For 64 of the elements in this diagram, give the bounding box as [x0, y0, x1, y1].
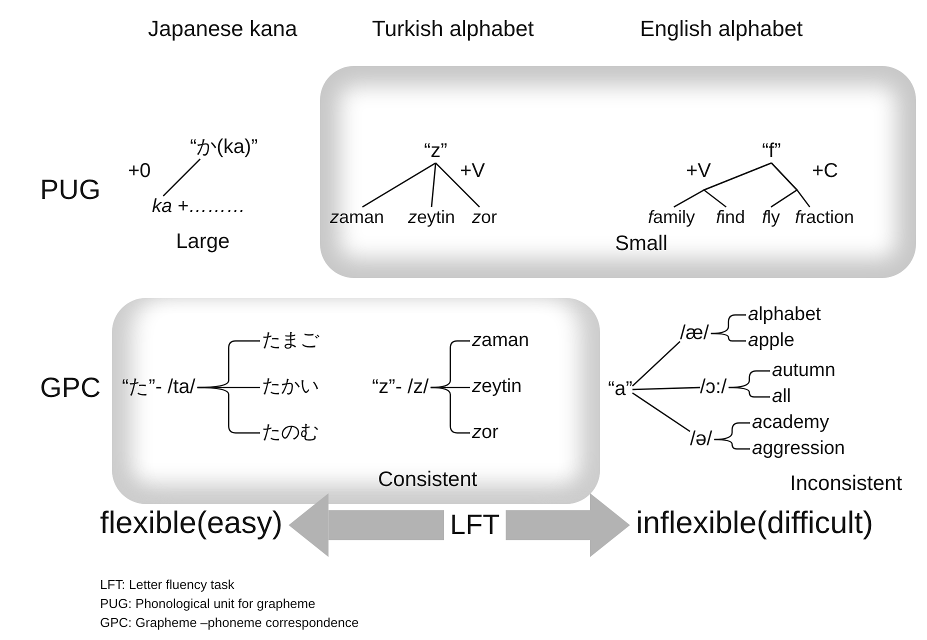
word-text: autumn [772, 360, 836, 382]
brace [714, 438, 750, 450]
row-heading: PUG [40, 174, 101, 206]
word-text: zeytin [408, 207, 456, 228]
word-text: alphabet [748, 304, 821, 326]
note-text: GPC: Grapheme –phoneme correspondence [100, 616, 359, 631]
grapheme-text: “a” [608, 378, 632, 401]
phoneme-text: /ɔ:/ [700, 376, 727, 399]
grapheme-text: “か(ka)” [190, 136, 258, 159]
brace [430, 386, 470, 434]
word-text: apple [748, 330, 794, 352]
word-text: fraction [795, 207, 854, 228]
word-text: zor [472, 207, 498, 228]
column-heading: Japanese kana [148, 16, 298, 42]
word-text: たかい [262, 376, 319, 398]
grapheme-phoneme-text: “た”- /ta/ [122, 376, 196, 399]
edge-label: +V [686, 160, 712, 183]
connector-line [632, 392, 690, 432]
connector-line [162, 158, 201, 196]
block-arrow [288, 493, 444, 558]
word-text: aggression [752, 438, 845, 460]
word-text: find [716, 207, 746, 228]
band-label: Small [615, 232, 668, 256]
grapheme-text: “f” [762, 140, 781, 163]
edge-label: +V [460, 160, 486, 183]
syllable-text: ka +……… [152, 196, 246, 218]
block-arrow [506, 493, 630, 558]
connector-line [770, 162, 810, 208]
connector-line [435, 162, 480, 208]
task-label: LFT [450, 509, 500, 542]
word-text: zaman [330, 207, 384, 228]
brace [728, 386, 770, 398]
note-text: LFT: Letter fluency task [100, 578, 234, 593]
word-text: zeytin [472, 376, 522, 398]
difficulty-label: inflexible(difficult) [636, 505, 874, 541]
connector-line [632, 386, 700, 390]
word-text: family [648, 207, 696, 228]
difficulty-label: flexible(easy) [100, 505, 283, 541]
phoneme-text: /ə/ [690, 428, 712, 451]
word-text: fly [762, 207, 780, 228]
word-text: all [772, 386, 792, 408]
word-text: たのむ [262, 422, 319, 444]
connector-line [430, 162, 436, 208]
band-label: Consistent [378, 468, 478, 492]
edge-label: +0 [128, 160, 151, 183]
connector-line [632, 341, 680, 387]
grapheme-phoneme-text: “z”- /z/ [372, 376, 429, 399]
phoneme-text: /æ/ [680, 322, 709, 345]
grapheme-text: “z” [424, 140, 448, 163]
consistency-label: Inconsistent [790, 472, 902, 496]
brace [197, 386, 260, 434]
word-text: zaman [472, 330, 530, 352]
connector-line [702, 162, 772, 208]
word-text: zor [472, 422, 498, 444]
size-label: Large [176, 230, 230, 254]
row-heading: GPC [40, 372, 101, 404]
word-text: academy [752, 412, 830, 434]
brace [710, 332, 746, 342]
word-text: たまご [262, 330, 319, 352]
column-heading: Turkish alphabet [372, 16, 534, 42]
note-text: PUG: Phonological unit for grapheme [100, 597, 316, 612]
edge-label: +C [812, 160, 838, 183]
connector-line [362, 162, 436, 208]
column-heading: English alphabet [640, 16, 803, 42]
